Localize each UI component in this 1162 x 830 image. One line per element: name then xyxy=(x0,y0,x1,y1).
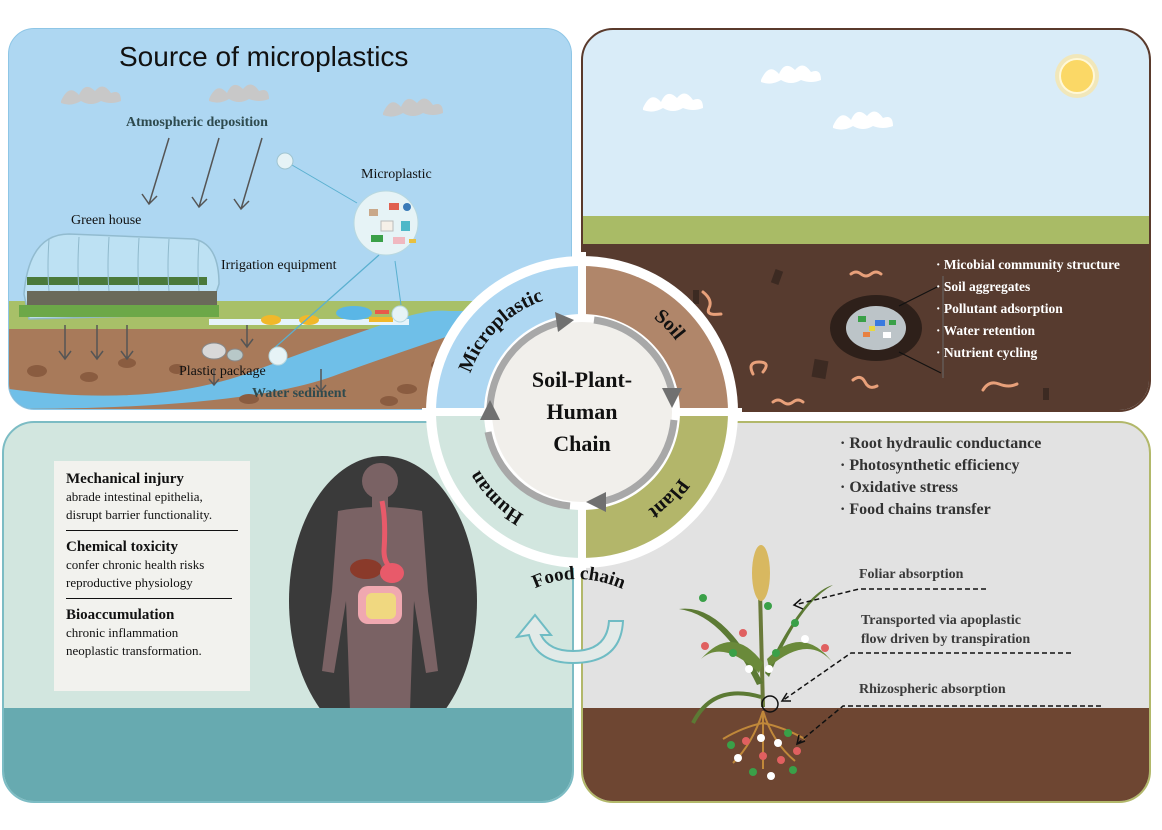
plant-scene xyxy=(679,545,1101,780)
plant-effect-item: · Root hydraulic conductance xyxy=(840,435,1042,452)
cloud-icon xyxy=(209,84,269,103)
soil-panel: · Micobial community structure · Soil ag… xyxy=(581,28,1151,412)
soil-effects-list: · Micobial community structure · Soil ag… xyxy=(936,254,1120,364)
effect-text: chronic inflammation xyxy=(66,625,179,640)
sun-icon xyxy=(1055,54,1099,98)
grass-strip xyxy=(583,216,1149,246)
cloud-icon xyxy=(761,65,821,84)
cloud-icon xyxy=(643,93,703,112)
soil-effect-item: · Micobial community structure xyxy=(936,257,1120,272)
pathway-arrowheads xyxy=(780,598,806,746)
plant-soil-layer xyxy=(583,708,1149,801)
liver xyxy=(350,559,382,579)
food-chain-arrow: Food chain xyxy=(514,563,629,665)
label-foliar-absorption: Foliar absorption xyxy=(859,567,964,582)
soil-effect-item: · Pollutant adsorption xyxy=(936,301,1063,316)
effect-text: disrupt barrier functionality. xyxy=(66,507,213,522)
effect-text: neoplastic transformation. xyxy=(66,643,202,658)
plant-effect-item: · Photosynthetic efficiency xyxy=(840,457,1020,474)
plant-effects-list: · Root hydraulic conductance · Photosynt… xyxy=(840,433,1041,521)
label-atmospheric-deposition: Atmospheric deposition xyxy=(126,115,268,130)
label-transport-line1: Transported via apoplastic xyxy=(861,613,1021,628)
plant-panel: · Root hydraulic conductance · Photosynt… xyxy=(581,421,1151,803)
pathway-leader-lines xyxy=(781,588,1101,745)
effect-text: abrade intestinal epithelia, xyxy=(66,489,203,504)
health-effects-box: Mechanical injury abrade intestinal epit… xyxy=(54,461,250,691)
irrigation-equipment-icon xyxy=(261,306,393,325)
stomach xyxy=(380,563,404,583)
river xyxy=(9,310,571,409)
label-plastic-package: Plastic package xyxy=(179,364,266,379)
effect-text: confer chronic health risks xyxy=(66,557,205,572)
cloud-icon xyxy=(383,98,443,117)
plant-effect-item: · Food chains transfer xyxy=(840,501,991,518)
microplastic-bubbles xyxy=(268,152,419,366)
food-chain-arrow-shape xyxy=(514,613,625,665)
effect-heading: Chemical toxicity xyxy=(66,539,179,555)
plastic-package-icon xyxy=(201,342,244,362)
microplastic-aggregate xyxy=(830,295,922,361)
plant-effect-item: · Oxidative stress xyxy=(840,479,958,496)
soil-effect-item: · Nutrient cycling xyxy=(936,345,1038,360)
cycle-center-title: Soil-Plant- Human Chain xyxy=(492,364,672,460)
greenhouse-icon xyxy=(19,233,220,320)
effect-heading: Bioaccumulation xyxy=(66,607,175,623)
label-green-house: Green house xyxy=(71,213,142,228)
arrowhead-icons xyxy=(480,312,682,512)
cloud-icon xyxy=(61,86,121,105)
soil-effect-item: · Soil aggregates xyxy=(936,279,1031,294)
soil-effect-item: · Water retention xyxy=(936,323,1035,338)
cycle-arrows xyxy=(484,316,678,510)
aggregate-leader-lines xyxy=(898,276,944,378)
microplastic-particles xyxy=(699,594,829,780)
divider xyxy=(66,598,232,599)
worm-icons xyxy=(701,270,1019,406)
center-title-line: Chain xyxy=(553,431,611,456)
center-title-line: Soil-Plant- xyxy=(531,367,633,392)
cycle-center xyxy=(492,322,672,502)
source-title: Source of microplastics xyxy=(119,41,409,72)
human-body-illustration xyxy=(289,456,477,708)
soil-scene xyxy=(583,54,1149,410)
label-transport-line2: flow driven by transpiration xyxy=(861,632,1031,647)
effect-text: reproductive physiology xyxy=(66,575,193,590)
divider xyxy=(66,530,238,531)
center-title-line: Human xyxy=(546,399,618,424)
food-chain-label: Food chain xyxy=(529,563,629,594)
cycle-diagram: Microplastic Soil Plant Human xyxy=(422,252,742,572)
label-irrigation-equipment: Irrigation equipment xyxy=(221,258,337,273)
human-panel-base xyxy=(4,708,572,801)
label-microplastic: Microplastic xyxy=(361,167,432,182)
label-rhizospheric-absorption: Rhizospheric absorption xyxy=(859,682,1006,697)
label-water-sediment: Water sediment xyxy=(252,386,347,401)
stem-base-marker xyxy=(761,695,779,713)
effect-heading: Mechanical injury xyxy=(66,471,184,487)
small-intestine xyxy=(366,593,396,619)
deposition-arrows xyxy=(58,137,327,393)
cloud-icon xyxy=(833,111,893,130)
